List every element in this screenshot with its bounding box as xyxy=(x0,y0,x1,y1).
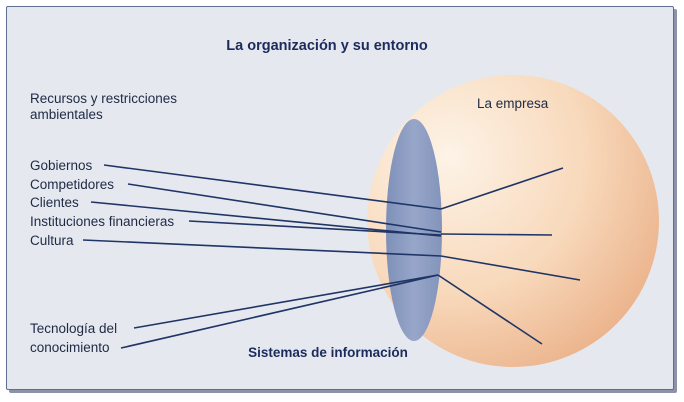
line-out-3 xyxy=(440,255,581,281)
factor-instituciones: Instituciones financieras xyxy=(30,214,174,229)
factor-clientes: Clientes xyxy=(30,195,79,210)
information-systems-lens xyxy=(386,119,442,341)
line-clientes xyxy=(90,201,442,237)
knowledge-label-line1: Tecnología del xyxy=(30,321,117,336)
line-instituciones xyxy=(188,220,442,236)
company-sphere xyxy=(367,75,659,367)
diagram-title: La organización y su entorno xyxy=(226,38,428,54)
company-label: La empresa xyxy=(477,96,549,111)
factor-competidores: Competidores xyxy=(30,177,114,192)
environment-heading-line2: ambientales xyxy=(30,107,103,122)
connector-lines xyxy=(82,164,581,349)
line-out-4 xyxy=(437,274,543,345)
factor-cultura: Cultura xyxy=(30,233,74,248)
line-tecnologia-2 xyxy=(120,274,439,349)
factor-gobiernos: Gobiernos xyxy=(30,158,93,173)
line-out-2 xyxy=(440,233,553,236)
line-tecnologia-1 xyxy=(133,274,439,329)
line-out-1 xyxy=(440,167,564,210)
knowledge-label-line2: conocimiento xyxy=(30,340,110,355)
line-competidores xyxy=(127,183,442,233)
systems-label: Sistemas de información xyxy=(248,345,408,360)
line-gobiernos xyxy=(103,164,442,210)
line-cultura xyxy=(82,239,442,257)
environment-heading-line1: Recursos y restricciones xyxy=(30,91,177,106)
